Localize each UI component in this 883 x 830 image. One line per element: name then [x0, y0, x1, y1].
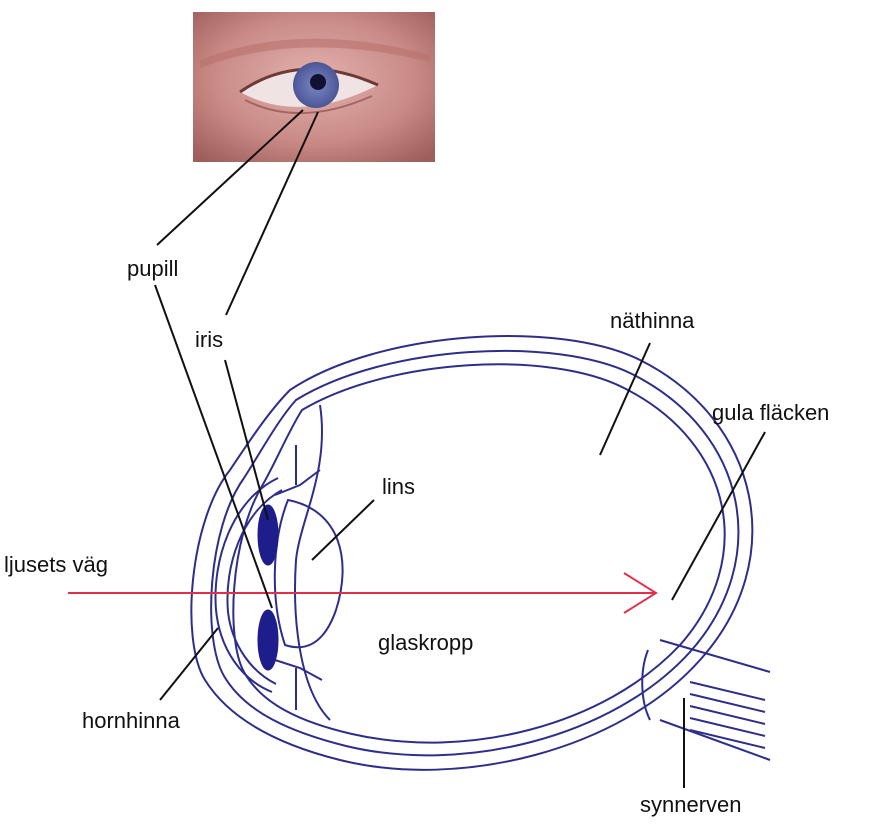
light-path-arrow [68, 573, 656, 613]
label-pupil: pupill [127, 256, 178, 281]
label-retina: näthinna [610, 308, 695, 333]
label-macula: gula fläcken [712, 400, 829, 425]
label-vitreous: glaskropp [378, 630, 473, 655]
label-light-path: ljusets väg [4, 552, 108, 577]
label-optic-nerve: synnerven [640, 792, 742, 817]
label-iris: iris [195, 327, 223, 352]
eye-photo [193, 12, 435, 162]
label-cornea: hornhinna [82, 708, 181, 733]
label-lens: lins [382, 474, 415, 499]
